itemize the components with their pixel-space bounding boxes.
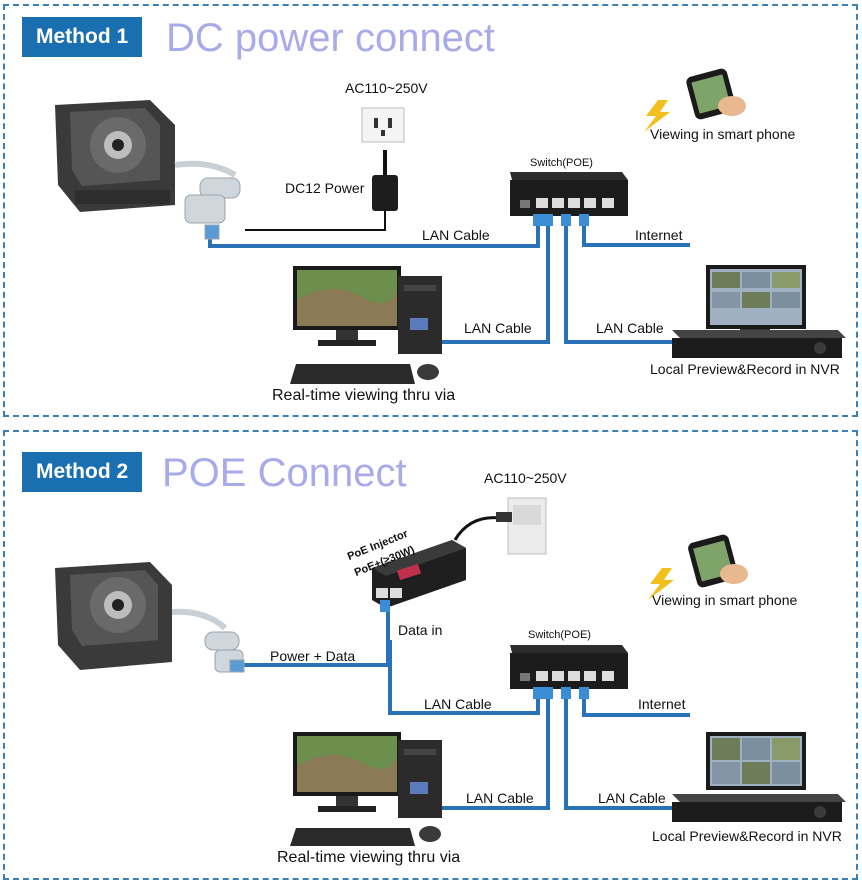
power-data-label: Power + Data bbox=[270, 648, 356, 664]
nvr-monitor-icon bbox=[706, 732, 806, 790]
nvr-monitor-icon bbox=[706, 265, 806, 335]
keyboard-icon bbox=[290, 364, 439, 384]
method1-nvr-caption: Local Preview&Record in NVR bbox=[650, 361, 840, 377]
data-in-label: Data in bbox=[398, 622, 443, 638]
camera-icon bbox=[55, 100, 175, 212]
pigtail-icon bbox=[174, 160, 241, 240]
pc-tower-icon bbox=[398, 276, 442, 354]
method2-panel bbox=[3, 430, 858, 880]
method2-nvr-caption: Local Preview&Record in NVR bbox=[652, 828, 842, 844]
method2-phone-caption: Viewing in smart phone bbox=[652, 592, 798, 608]
nvr-box-icon bbox=[672, 794, 846, 822]
pigtail-icon bbox=[171, 608, 245, 673]
pc-monitor-icon bbox=[293, 266, 401, 346]
wall-socket-icon bbox=[496, 497, 547, 555]
pc-tower-icon bbox=[398, 740, 442, 818]
method2-lan-cable-top: LAN Cable bbox=[424, 696, 492, 712]
method1-lan-cable-nvr: LAN Cable bbox=[596, 320, 664, 336]
method1-title: DC power connect bbox=[166, 16, 496, 60]
method1-switch-label: Switch(POE) bbox=[530, 157, 593, 169]
method1-lan-cable-pc: LAN Cable bbox=[464, 320, 532, 336]
method2-ac-label: AC110~250V bbox=[484, 470, 567, 486]
method1-lan-cable-top: LAN Cable bbox=[422, 227, 490, 243]
method1-cables bbox=[208, 222, 690, 344]
method1-panel bbox=[3, 4, 858, 417]
wall-socket-icon bbox=[361, 107, 405, 143]
switch-plugs bbox=[533, 687, 589, 699]
method2-switch-label: Switch(POE) bbox=[528, 629, 591, 641]
pc-monitor-icon bbox=[293, 732, 401, 812]
method1-internet-label: Internet bbox=[635, 227, 683, 243]
smartphone-icon bbox=[686, 68, 746, 120]
poe-injector-icon bbox=[372, 540, 466, 612]
method1-phone-caption: Viewing in smart phone bbox=[650, 126, 796, 142]
method1-pc-caption: Real-time viewing thru via bbox=[272, 387, 456, 404]
method2-internet-label: Internet bbox=[638, 696, 686, 712]
method1-dc-label: DC12 Power bbox=[285, 180, 365, 196]
keyboard-icon bbox=[290, 826, 441, 846]
signal-icon bbox=[648, 568, 674, 600]
smartphone-icon bbox=[688, 534, 748, 588]
method1-ac-label: AC110~250V bbox=[345, 80, 428, 96]
method2-badge: Method 2 bbox=[22, 452, 143, 492]
switch-icon bbox=[510, 172, 628, 216]
method1-badge: Method 1 bbox=[22, 17, 143, 57]
method2-title: POE Connect bbox=[162, 451, 407, 495]
signal-icon bbox=[644, 100, 670, 132]
power-adapter-icon bbox=[372, 175, 398, 211]
method2-lan-cable-nvr: LAN Cable bbox=[598, 790, 666, 806]
switch-plugs bbox=[533, 214, 589, 226]
method2-lan-cable-pc: LAN Cable bbox=[466, 790, 534, 806]
injector-power-cord bbox=[453, 516, 501, 541]
camera-icon bbox=[55, 562, 172, 670]
method2-pc-caption: Real-time viewing thru via bbox=[277, 849, 461, 866]
method1-dc-cable bbox=[245, 205, 386, 231]
switch-icon bbox=[510, 645, 628, 689]
nvr-box-icon bbox=[672, 330, 846, 358]
